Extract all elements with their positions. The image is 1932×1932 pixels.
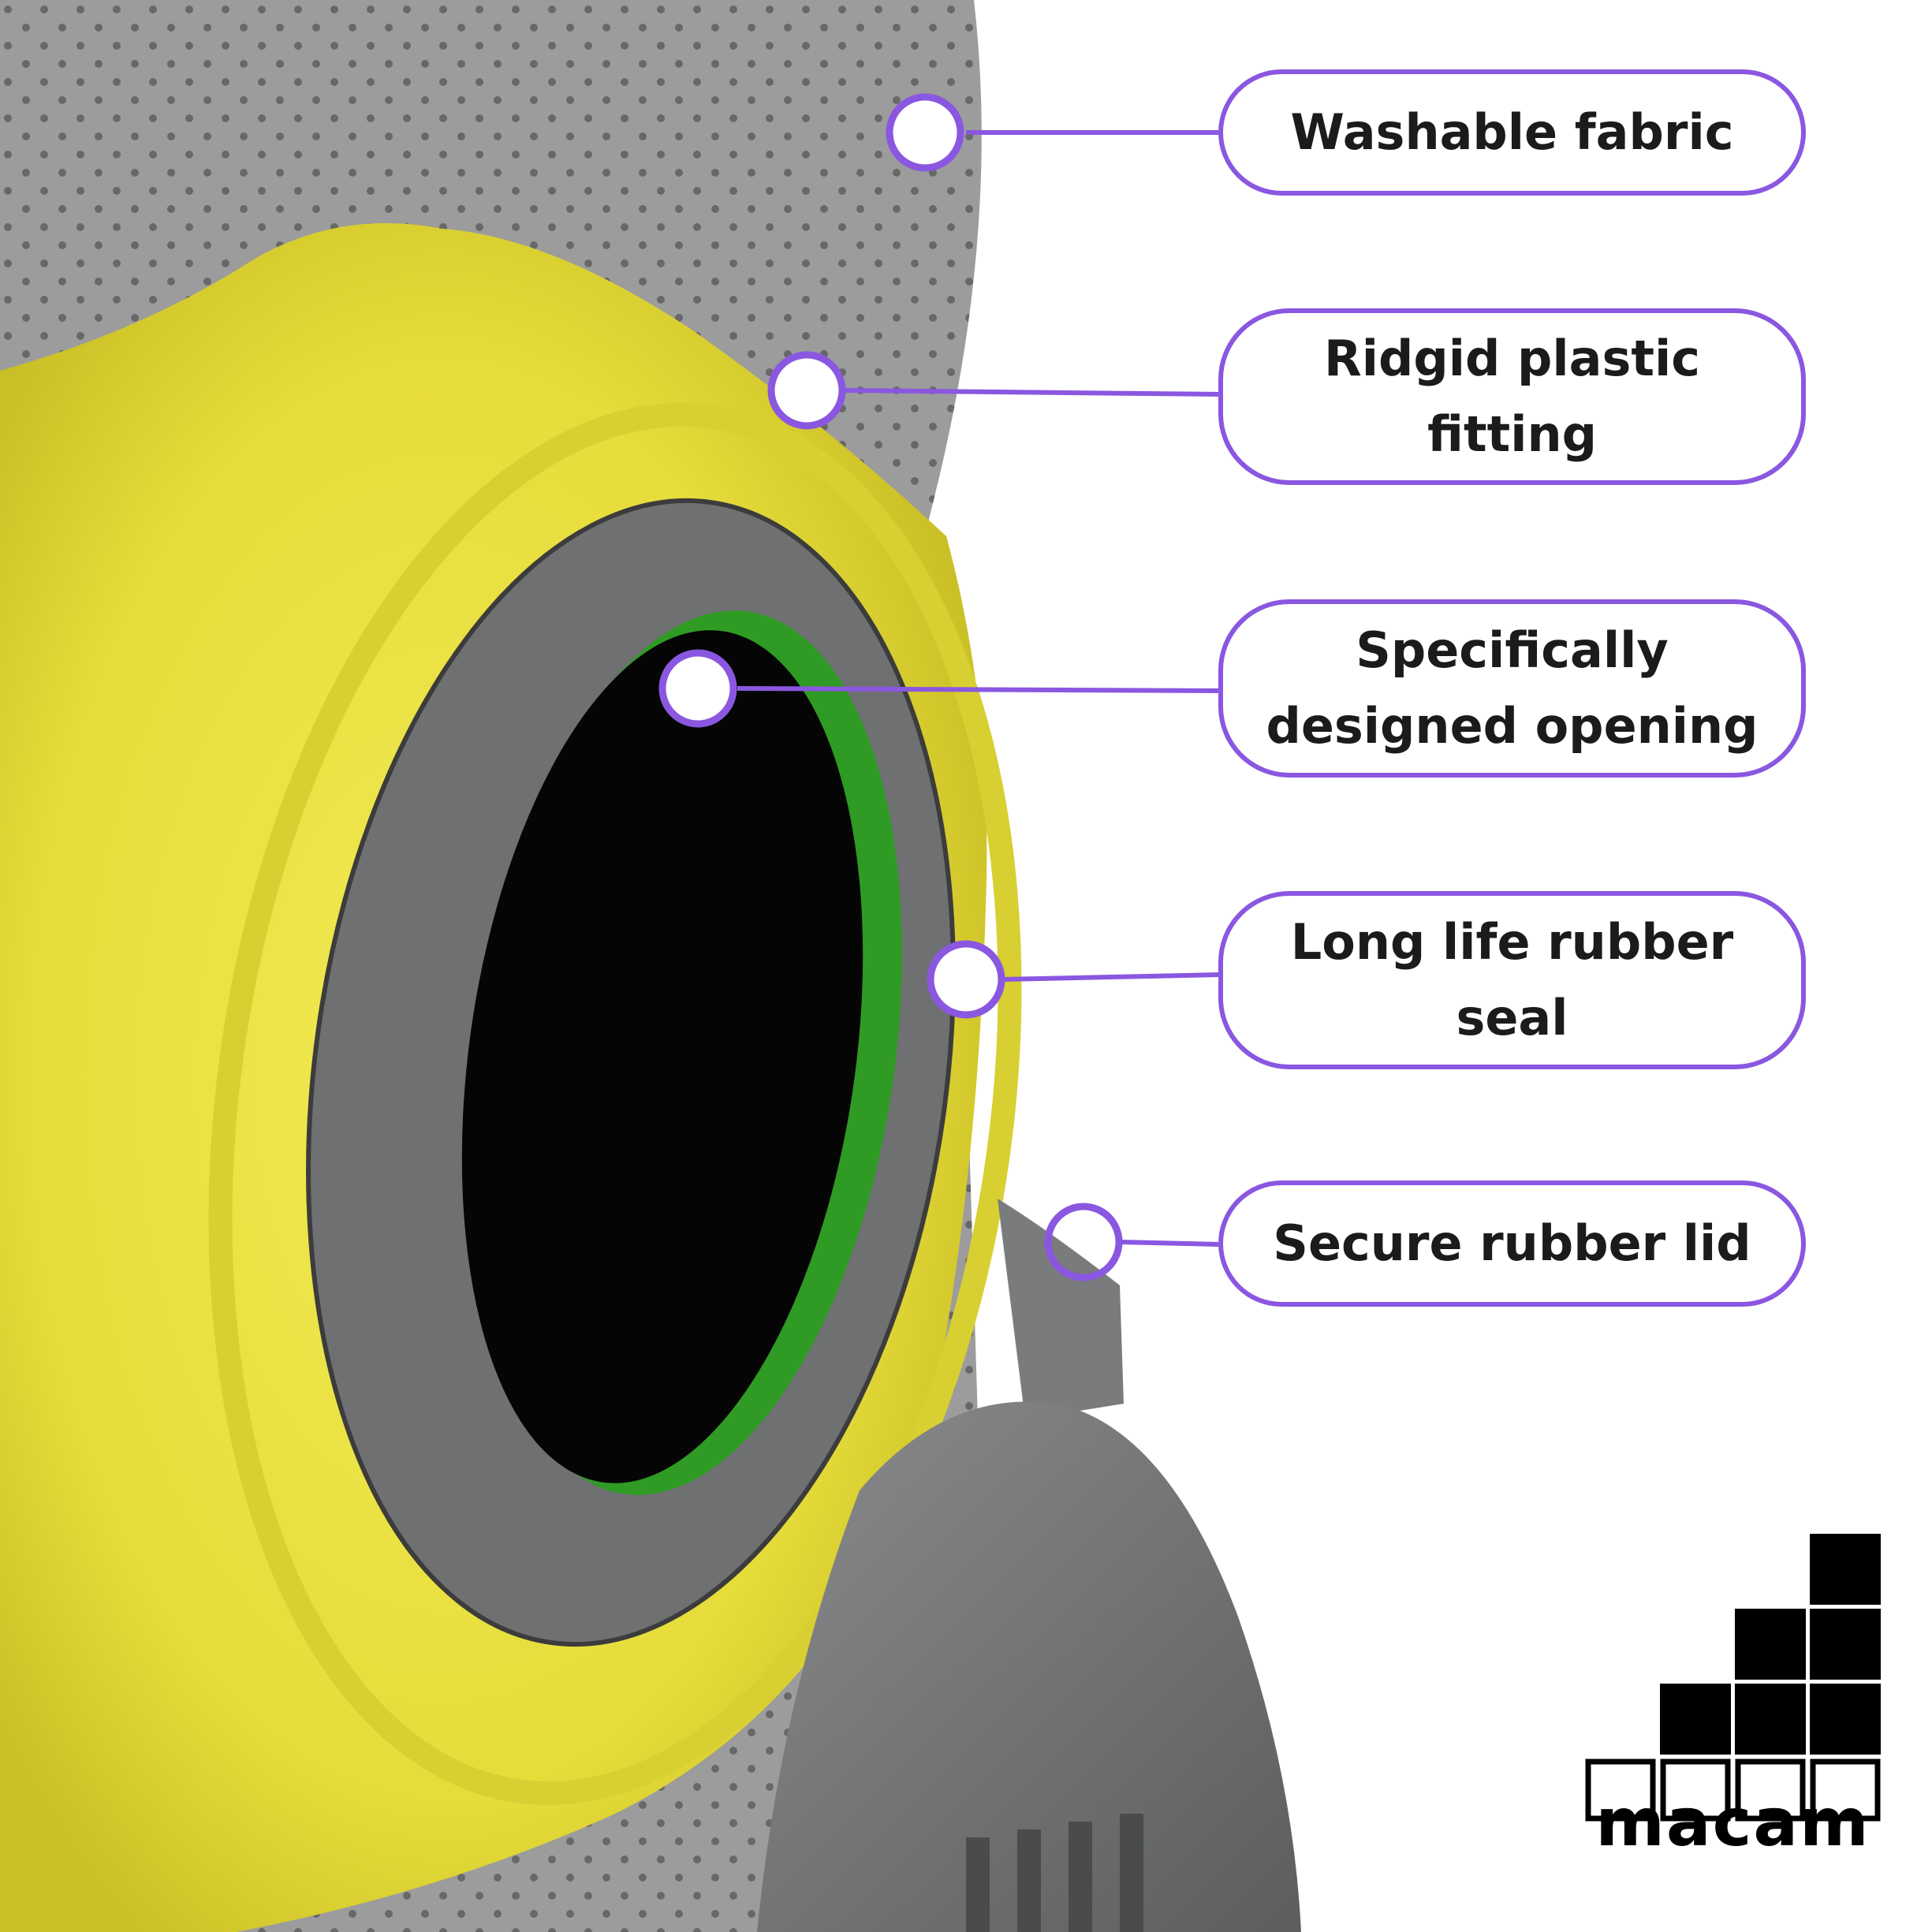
callout-washable-fabric: Washable fabric	[1218, 69, 1806, 196]
callout-rubber-lid: Secure rubber lid	[1218, 1180, 1806, 1307]
callout-designed-opening: Specifically designed opening	[1218, 599, 1806, 778]
bag-opening	[461, 610, 902, 1495]
callout-text: Washable fabric	[1290, 103, 1734, 161]
callout-rigid-fitting: Ridgid plastic fitting	[1218, 308, 1806, 485]
marker-fabric	[886, 93, 964, 172]
brand-wordmark: macam	[1595, 1784, 1870, 1861]
rubber-lid	[757, 1199, 1301, 1932]
marker-opening	[658, 649, 737, 728]
callout-text: Long life rubber seal	[1290, 913, 1734, 1046]
marker-seal	[927, 940, 1005, 1019]
leader-lines	[737, 130, 1219, 1247]
callout-markers	[658, 93, 1123, 1281]
callout-text: Ridgid plastic fitting	[1324, 330, 1700, 463]
marker-fitting	[767, 351, 846, 430]
marker-lid	[1044, 1203, 1123, 1281]
callout-text: Secure rubber lid	[1273, 1214, 1751, 1272]
callout-text: Specifically designed opening	[1266, 621, 1759, 755]
brand-logo-icon	[1585, 1534, 1881, 1822]
callout-rubber-seal: Long life rubber seal	[1218, 891, 1806, 1069]
